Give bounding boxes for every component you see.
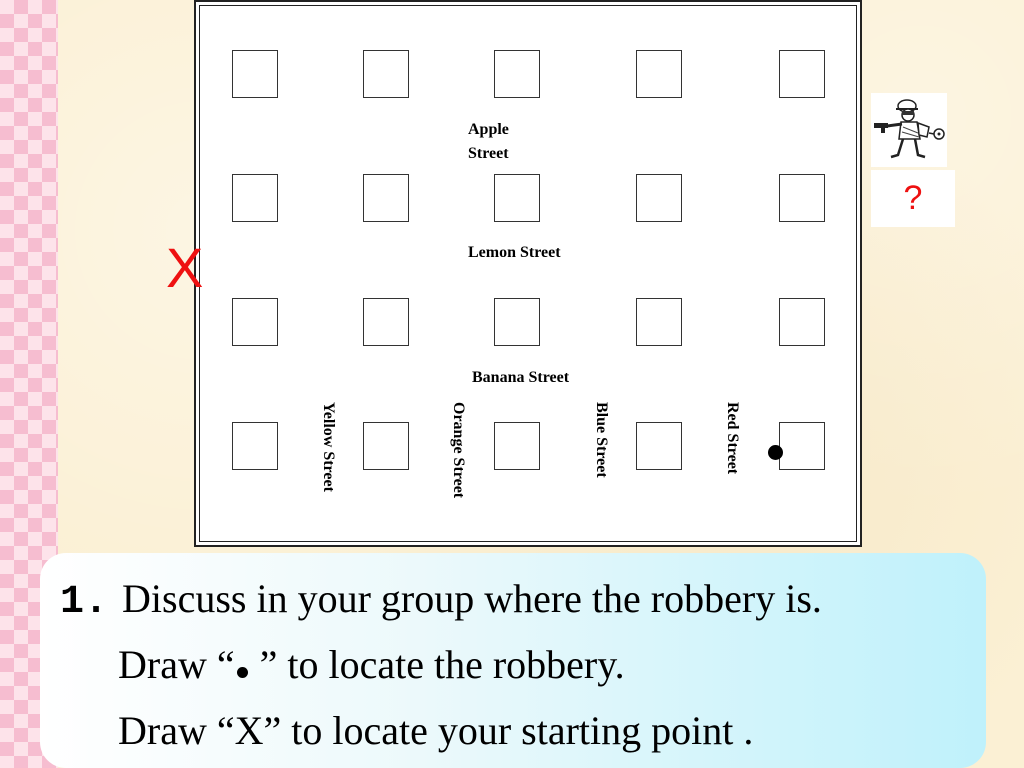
street-label-banana: Banana Street: [472, 369, 570, 386]
city-block: [232, 422, 278, 470]
robber-card: [871, 93, 947, 167]
city-block: [636, 174, 682, 222]
city-block: [779, 298, 825, 346]
checkered-border: [0, 0, 58, 768]
city-block: [636, 298, 682, 346]
instruction-text-2a: Draw “: [118, 642, 235, 687]
street-label-yellow: Yellow Street: [320, 402, 337, 492]
city-block: [779, 174, 825, 222]
city-block: [363, 50, 409, 98]
city-block: [232, 298, 278, 346]
city-block: [232, 50, 278, 98]
instruction-text-2b: ” to locate the robbery.: [249, 642, 625, 687]
city-block: [636, 50, 682, 98]
city-block: [363, 422, 409, 470]
city-block: [779, 422, 825, 470]
city-block: [363, 174, 409, 222]
instruction-line-2: Draw “ ” to locate the robbery.: [118, 641, 625, 689]
robbery-location-dot: [768, 445, 783, 460]
instruction-text-1: Discuss in your group where the robbery …: [122, 576, 822, 621]
question-card: ?: [871, 170, 955, 227]
city-block: [232, 174, 278, 222]
city-block: [494, 422, 540, 470]
question-mark: ?: [903, 179, 923, 217]
city-block: [636, 422, 682, 470]
dot-symbol: [236, 667, 248, 678]
instruction-line-1: 1. Discuss in your group where the robber…: [60, 575, 822, 627]
city-block: [779, 50, 825, 98]
city-block: [363, 298, 409, 346]
street-label-orange: Orange Street: [450, 402, 467, 499]
city-block: [494, 50, 540, 98]
robber-with-gun-icon: [874, 99, 945, 159]
street-label-red: Red Street: [724, 402, 741, 475]
street-label-lemon: Lemon Street: [468, 244, 561, 261]
street-map-inner: [199, 5, 857, 542]
step-number: 1.: [60, 580, 109, 625]
city-block: [494, 298, 540, 346]
instruction-panel: 1. Discuss in your group where the robber…: [40, 553, 986, 768]
instruction-line-3: Draw “X” to locate your starting point .: [118, 708, 754, 753]
street-label-blue: Blue Street: [593, 402, 610, 478]
starting-point-x-marker: X: [166, 236, 204, 299]
city-block: [494, 174, 540, 222]
